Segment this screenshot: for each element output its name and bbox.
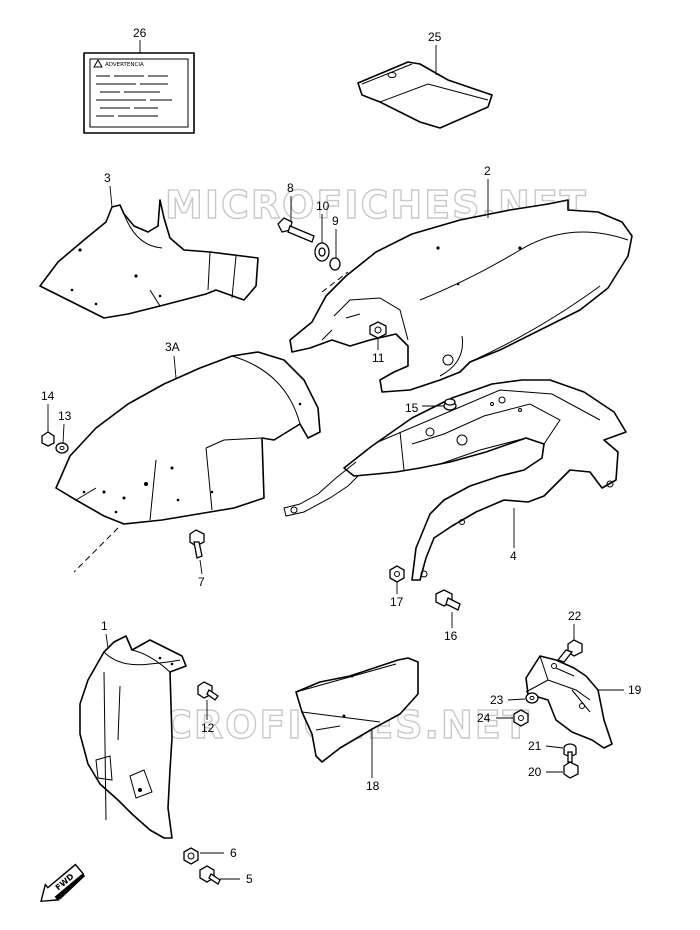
washer-23[interactable] xyxy=(525,692,539,704)
bolt-8[interactable] xyxy=(277,217,315,243)
callout-14: 14 xyxy=(41,389,55,403)
callout-18: 18 xyxy=(366,779,380,793)
collar-10[interactable] xyxy=(314,242,330,262)
callout-17: 17 xyxy=(390,595,404,609)
rear-frame-part[interactable] xyxy=(283,379,627,581)
mud-guard-part[interactable] xyxy=(79,635,187,839)
nut-17[interactable] xyxy=(389,565,405,583)
callout-19: 19 xyxy=(628,683,642,697)
callout-22: 22 xyxy=(568,609,582,623)
nut-11[interactable] xyxy=(369,321,387,339)
callout-6: 6 xyxy=(230,846,237,860)
bolt-7[interactable] xyxy=(189,529,205,559)
nut-6[interactable] xyxy=(183,847,199,865)
callout-2: 2 xyxy=(484,164,491,178)
side-cover-part[interactable] xyxy=(295,657,419,763)
bolt-16[interactable] xyxy=(435,589,461,611)
callout-3: 3 xyxy=(104,171,111,185)
callout-26: 26 xyxy=(133,26,147,40)
rear-fender-inner-part[interactable] xyxy=(55,351,321,525)
washer-13[interactable] xyxy=(55,442,69,454)
bolt-12[interactable] xyxy=(197,681,219,701)
callout-4: 4 xyxy=(510,549,517,563)
bolt-20[interactable] xyxy=(563,751,579,779)
bracket-19[interactable] xyxy=(525,655,613,749)
warning-label-title: ADVERTENCIA xyxy=(105,62,144,68)
callout-8: 8 xyxy=(287,181,294,195)
rear-fender-part[interactable] xyxy=(289,199,633,393)
callout-12: 12 xyxy=(201,721,215,735)
callout-23: 23 xyxy=(490,693,504,707)
warning-label-part[interactable]: ADVERTENCIA xyxy=(83,52,195,134)
front-fender-rear-part[interactable] xyxy=(39,199,259,319)
bolt-22[interactable] xyxy=(556,639,583,663)
nut-24[interactable] xyxy=(513,709,529,727)
callout-24: 24 xyxy=(477,711,491,725)
bolt-5[interactable] xyxy=(199,865,221,885)
washer-9[interactable] xyxy=(329,257,341,271)
callout-1: 1 xyxy=(101,619,108,633)
callout-20: 20 xyxy=(528,765,542,779)
callout-3a: 3A xyxy=(165,340,180,354)
callout-10: 10 xyxy=(316,199,330,213)
callout-16: 16 xyxy=(444,629,458,643)
fwd-arrow-icon: FWD xyxy=(40,863,86,903)
callout-5: 5 xyxy=(246,872,253,886)
callout-11: 11 xyxy=(372,351,385,365)
callout-21: 21 xyxy=(528,739,542,753)
tool-bag-part[interactable] xyxy=(357,61,493,129)
callout-15: 15 xyxy=(405,401,419,415)
nut-14[interactable] xyxy=(41,431,55,447)
callout-13: 13 xyxy=(58,409,72,423)
callout-7: 7 xyxy=(198,575,205,589)
callout-25: 25 xyxy=(428,30,442,44)
callout-9: 9 xyxy=(332,214,339,228)
grommet-15[interactable] xyxy=(443,398,457,411)
